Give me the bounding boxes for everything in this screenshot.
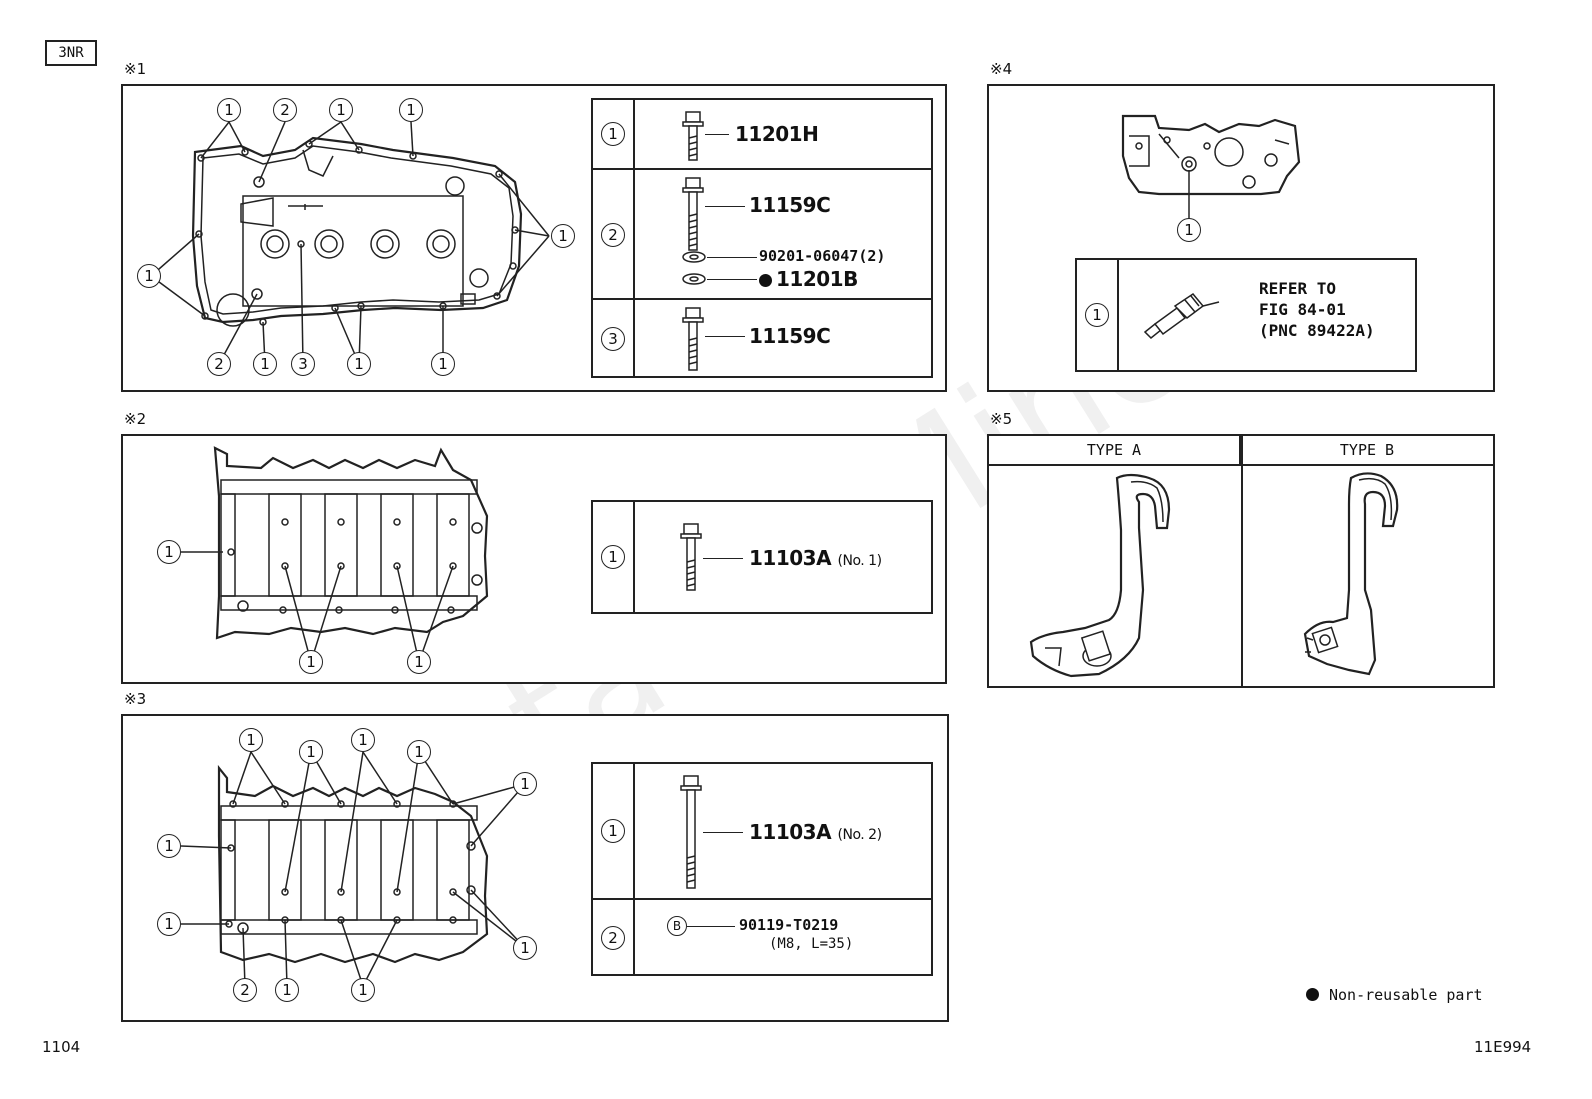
legend: Non-reusable part — [1306, 986, 1483, 1004]
engine-tag: 3NR — [45, 40, 97, 66]
cylinder-block-bottom-diagram — [180, 751, 526, 987]
type-b-bracket-diagram — [1303, 472, 1399, 676]
bolt-mark-b-icon: B — [667, 916, 687, 936]
callout-1: 1 — [157, 540, 181, 564]
part-number-nonreusable: 11201B — [759, 267, 858, 291]
section-5-frame: TYPE A TYPE B — [987, 434, 1495, 688]
parts-table-3: 1 11103A (No. 2) 2 B 90119-T0219 (M8, L=… — [591, 762, 933, 976]
parts-table-1: 1 11201H 2 11159C 90201-06047(2) 112 — [591, 98, 933, 378]
row-number: 1 — [1077, 260, 1119, 370]
callout-1: 1 — [299, 650, 323, 674]
refer-pnc: (PNC 89422A) — [1259, 321, 1375, 340]
section-1-frame: 1 2 1 1 1 1 2 1 3 1 1 1 11201H 2 11159 — [121, 84, 947, 392]
bolt-long-icon — [680, 523, 702, 591]
table-row: 1 11103A (No. 2) — [593, 764, 931, 898]
callout-3: 3 — [291, 352, 315, 376]
washer-icon — [682, 251, 706, 263]
type-a-bracket-diagram — [1029, 473, 1171, 678]
callout-2: 2 — [233, 978, 257, 1002]
part-number: 11159C — [749, 324, 831, 348]
refer-line: REFER TO — [1259, 279, 1337, 298]
row-number-label: 1 — [601, 545, 625, 569]
parts-table-2: 1 11103A (No. 1) — [591, 500, 933, 614]
callout-1: 1 — [407, 650, 431, 674]
callout-1: 1 — [513, 936, 537, 960]
part-number: 11103A (No. 1) — [749, 546, 882, 570]
row-number: 1 — [593, 100, 635, 168]
parts-table-4: 1 REFER TO FIG 84-01 (PNC 89422A) — [1075, 258, 1417, 372]
callout-2: 2 — [273, 98, 297, 122]
callout-1: 1 — [157, 834, 181, 858]
row-number-label: 2 — [601, 223, 625, 247]
part-number: 11103A (No. 2) — [749, 820, 882, 844]
table-row: 1 11201H — [593, 100, 931, 168]
section-4-frame: 1 1 REFER TO FIG 84-01 (PNC 89422A) — [987, 84, 1495, 392]
callout-1: 1 — [275, 978, 299, 1002]
bolt-long-icon — [682, 307, 704, 371]
row-number-label: 3 — [601, 327, 625, 351]
section-3-label: ※3 — [124, 690, 147, 708]
section-3-frame: 1 1 1 1 1 1 1 1 2 1 1 1 11103A (No. 2) 2… — [121, 714, 949, 1022]
section-5-label: ※5 — [990, 410, 1013, 428]
part-number: 11159C — [749, 193, 831, 217]
cylinder-block-diagram — [181, 446, 489, 663]
callout-1: 1 — [407, 740, 431, 764]
part-number: 90201-06047(2) — [759, 247, 886, 265]
bolt-short-icon — [682, 111, 704, 161]
type-b-header: TYPE B — [1241, 436, 1493, 466]
table-row: 2 11159C 90201-06047(2) 11201B — [593, 168, 931, 300]
section-4-label: ※4 — [990, 60, 1013, 78]
cylinder-head-cover-diagram — [150, 121, 550, 365]
table-row: 2 B 90119-T0219 (M8, L=35) — [593, 898, 931, 976]
table-row: 3 11159C — [593, 298, 931, 378]
row-number: 2 — [593, 170, 635, 300]
callout-1: 1 — [351, 728, 375, 752]
bolt-extra-long-icon — [680, 775, 702, 889]
callout-1: 1 — [217, 98, 241, 122]
callout-1: 1 — [1177, 218, 1201, 242]
type-a-header: TYPE A — [989, 436, 1241, 466]
callout-1: 1 — [513, 772, 537, 796]
bolt-long-icon — [682, 177, 704, 251]
row-number: 2 — [593, 900, 635, 976]
section-2-frame: 1 1 1 1 11103A (No. 1) — [121, 434, 947, 684]
callout-1: 1 — [239, 728, 263, 752]
figure-code: 11E994 — [1474, 1038, 1532, 1056]
table-row: 1 11103A (No. 1) — [593, 502, 931, 612]
callout-1: 1 — [329, 98, 353, 122]
callout-1: 1 — [137, 264, 161, 288]
row-number-label: 2 — [601, 926, 625, 950]
part-number: 90119-T0219 — [739, 916, 839, 934]
callout-1: 1 — [299, 740, 323, 764]
page-number: 1104 — [42, 1038, 81, 1056]
row-number-label: 1 — [601, 122, 625, 146]
row-number: 3 — [593, 300, 635, 378]
refer-note: REFER TO FIG 84-01 (PNC 89422A) — [1259, 278, 1375, 341]
gasket-icon — [682, 273, 706, 285]
row-number-label: 1 — [1085, 303, 1109, 327]
part-spec: (M8, L=35) — [769, 936, 854, 952]
legend-text: Non-reusable part — [1329, 986, 1483, 1004]
nonreusable-dot-icon — [1306, 988, 1319, 1001]
table-row: 1 REFER TO FIG 84-01 (PNC 89422A) — [1077, 260, 1415, 370]
section-2-label: ※2 — [124, 410, 147, 428]
refer-fig[interactable]: FIG 84-01 — [1259, 300, 1346, 319]
temperature-sensor-icon — [1143, 293, 1220, 340]
callout-1: 1 — [347, 352, 371, 376]
callout-2: 2 — [207, 352, 231, 376]
cylinder-head-side-diagram — [1121, 114, 1301, 220]
section-1-label: ※1 — [124, 60, 147, 78]
callout-1: 1 — [351, 978, 375, 1002]
row-number: 1 — [593, 764, 635, 898]
callout-1: 1 — [253, 352, 277, 376]
row-number-label: 1 — [601, 819, 625, 843]
callout-1: 1 — [157, 912, 181, 936]
callout-1: 1 — [399, 98, 423, 122]
nonreusable-dot-icon — [759, 274, 772, 287]
callout-1: 1 — [431, 352, 455, 376]
part-number: 11201H — [735, 122, 819, 146]
callout-1: 1 — [551, 224, 575, 248]
row-number: 1 — [593, 502, 635, 612]
